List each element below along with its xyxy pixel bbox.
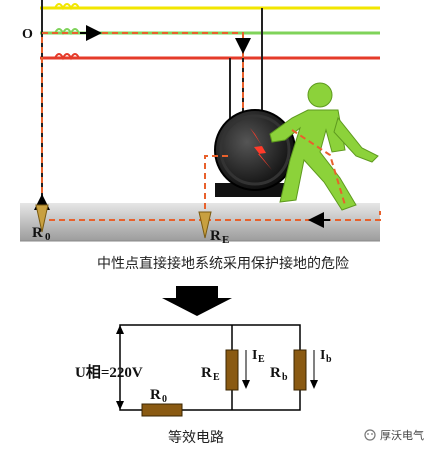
ie-arrow-head: [242, 380, 250, 389]
rb-circuit-sub: b: [282, 372, 288, 383]
person-figure: [269, 82, 379, 211]
fault-path-phase: [42, 32, 244, 110]
r0-circuit-main: R: [150, 387, 161, 403]
motor-ring: [219, 114, 291, 186]
r0-electrode: [35, 204, 49, 233]
voltage-arrow-top: [116, 325, 124, 334]
r0-label-main: R: [32, 225, 43, 241]
ib-arrow-head: [310, 380, 318, 389]
re-label-main: R: [210, 228, 221, 244]
ib-label-main: I: [320, 348, 325, 363]
circuit-caption: 等效电路: [168, 429, 224, 446]
watermark-text: 厚沃电气: [380, 428, 424, 442]
top-caption: 中性点直接接地系统采用保护接地的危险: [97, 255, 349, 272]
r0-resistor: [141, 403, 183, 417]
motor-body: [214, 109, 296, 191]
ground-slab: [20, 203, 380, 241]
voltage-label: U相=220V: [75, 363, 143, 381]
watermark: 厚沃电气: [364, 428, 424, 442]
ie-label-main: I: [252, 348, 257, 363]
ib-label-sub: b: [326, 354, 332, 365]
coil-b: [54, 28, 80, 36]
fault-path-equipment: [204, 155, 228, 212]
rb-resistor: [293, 349, 307, 391]
neutral-label: O: [22, 27, 33, 42]
r0-circuit-sub: 0: [162, 394, 167, 405]
re-circuit-main: R: [201, 365, 212, 381]
wechat-icon: [364, 429, 376, 441]
fault-path-return: [41, 33, 205, 221]
coil-c: [54, 53, 80, 61]
fault-path-ground: [205, 211, 381, 221]
re-circuit-sub: E: [213, 372, 220, 383]
transform-arrow-icon: [162, 286, 232, 316]
voltage-arrow-bottom: [116, 401, 124, 410]
fault-path-person: [291, 129, 346, 206]
rb-circuit-main: R: [270, 365, 281, 381]
coil-a: [54, 3, 80, 11]
re-label-sub: E: [222, 234, 229, 246]
re-electrode: [198, 211, 212, 239]
ie-label-sub: E: [258, 354, 265, 365]
r0-label-sub: 0: [45, 231, 51, 243]
fault-lightning-icon: [250, 128, 272, 170]
re-resistor: [225, 349, 239, 391]
